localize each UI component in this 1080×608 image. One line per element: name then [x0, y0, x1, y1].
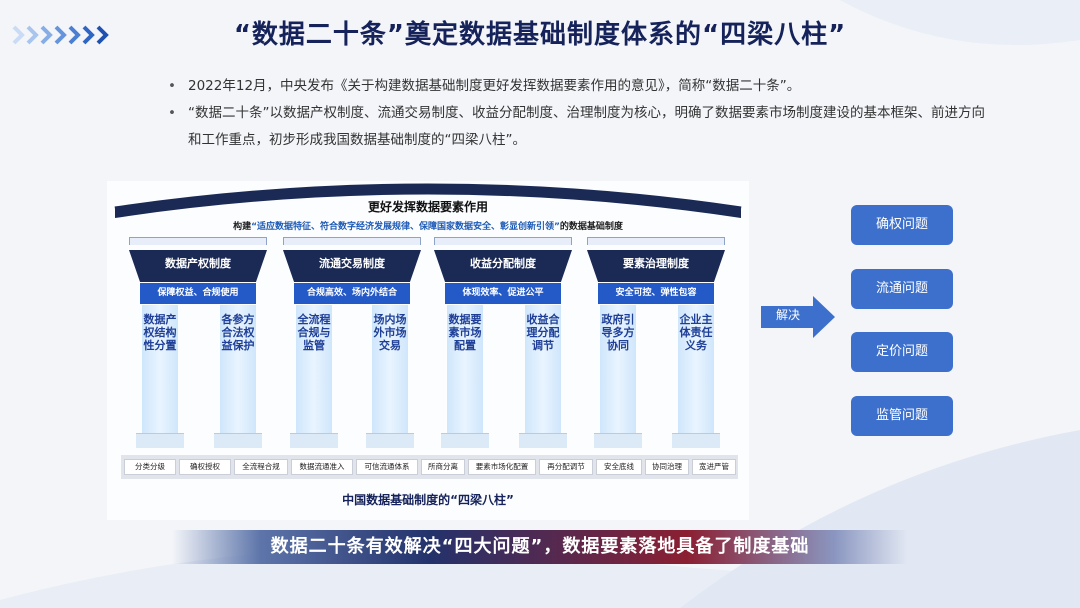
beam-title: 收益分配制度: [434, 250, 572, 282]
problem-box-confirm-rights: 确权问题: [851, 205, 953, 245]
beam-band: 保障权益、合规使用: [140, 283, 256, 304]
arrow-right-icon: [761, 296, 835, 338]
beam-title: 要素治理制度: [587, 250, 725, 282]
chevron-decoration-icon: [12, 25, 109, 45]
foundation-item: 宽进严管: [692, 459, 736, 475]
foundation-item: 确权授权: [179, 459, 231, 475]
four-beams-diagram: 更好发挥数据要素作用 构建“适应数据特征、符合数字经济发展规律、保障国家数据安全…: [107, 181, 749, 520]
conclusion-banner: 数据二十条有效解决“四大问题”，数据要素落地具备了制度基础: [172, 530, 908, 564]
foundation-item: 数据流通准入: [291, 459, 353, 475]
foundation-item: 再分配调节: [539, 459, 593, 475]
foundation-item: 分类分级: [124, 459, 176, 475]
diagram-caption: 中国数据基础制度的“四梁八柱”: [342, 493, 514, 507]
beam-band: 合规高效、场内外结合: [294, 283, 410, 304]
beam-title: 数据产权制度: [129, 250, 267, 282]
pillar: 收益合理分配调节: [525, 305, 561, 433]
beam-title: 流通交易制度: [283, 250, 421, 282]
foundation-item: 所商分离: [421, 459, 465, 475]
pillar: 企业主体责任义务: [678, 305, 714, 433]
pillar: 政府引导多方协同: [600, 305, 636, 433]
roof-title: 更好发挥数据要素作用: [367, 200, 488, 214]
bullet-item: 2022年12月，中央发布《关于构建数据基础制度更好发挥数据要素作用的意见》，简…: [168, 73, 988, 100]
bullet-item: “数据二十条”以数据产权制度、流通交易制度、收益分配制度、治理制度为核心，明确了…: [168, 100, 988, 154]
problem-box-circulation: 流通问题: [851, 269, 953, 309]
foundation-item: 安全底线: [596, 459, 642, 475]
bullet-list: 2022年12月，中央发布《关于构建数据基础制度更好发挥数据要素作用的意见》，简…: [168, 73, 988, 154]
problem-box-supervision: 监管问题: [851, 396, 953, 436]
pillar: 场内场外市场交易: [372, 305, 408, 433]
pillar: 全流程合规与监管: [296, 305, 332, 433]
foundation-item: 要素市场化配置: [468, 459, 536, 475]
pillar: 数据产权结构性分置: [142, 305, 178, 433]
foundation-item: 全流程合规: [234, 459, 288, 475]
pillar: 各参方合法权益保护: [220, 305, 256, 433]
foundation-item: 可信流通体系: [356, 459, 418, 475]
beam-band: 安全可控、弹性包容: [598, 283, 714, 304]
roof-subtitle: 构建“适应数据特征、符合数字经济发展规律、保障国家数据安全、彰显创新引领”的数据…: [233, 222, 623, 232]
roof-shape: [114, 183, 742, 218]
foundation-item: 协同治理: [645, 459, 689, 475]
beam-band: 体现效率、促进公平: [445, 283, 561, 304]
pillar: 数据要素市场配置: [447, 305, 483, 433]
page-title: “数据二十条”奠定数据基础制度体系的“四梁八柱”: [233, 20, 847, 50]
arrow-label: 解决: [775, 308, 800, 322]
problem-box-pricing: 定价问题: [851, 332, 953, 372]
